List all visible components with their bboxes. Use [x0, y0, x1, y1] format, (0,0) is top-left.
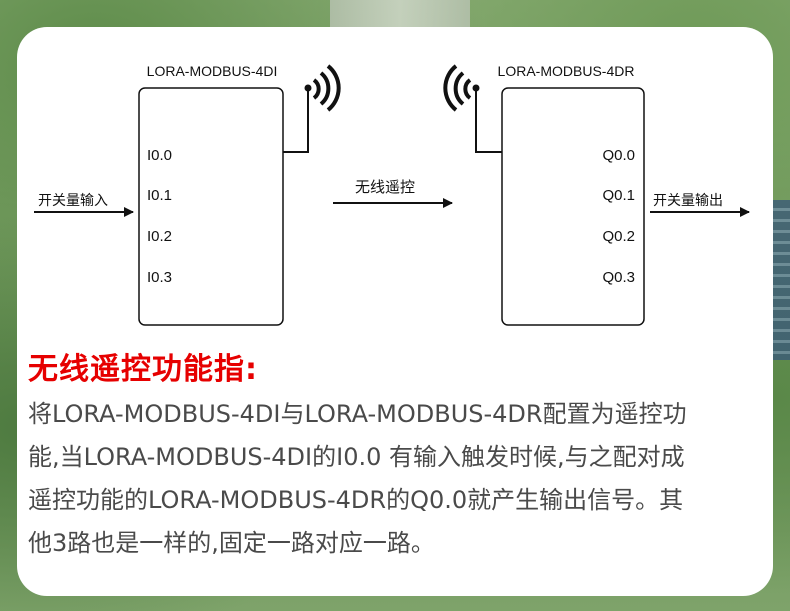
right-device-title: LORA-MODBUS-4DR [498, 63, 635, 79]
left-port-0: I0.0 [147, 147, 172, 164]
description-text: 将LORA-MODBUS-4DI与LORA-MODBUS-4DR配置为遥控功 能… [28, 393, 768, 565]
background-solar-panels [770, 200, 790, 360]
left-device-box [138, 87, 284, 326]
right-port-2: Q0.2 [602, 228, 635, 245]
left-port-1: I0.1 [147, 187, 172, 204]
left-device-title: LORA-MODBUS-4DI [147, 63, 278, 79]
description-line-2: 能,当LORA-MODBUS-4DI的I0.0 有输入触发时候,与之配对成 [28, 443, 685, 471]
description-line-4: 他3路也是一样的,固定一路对应一路。 [28, 529, 435, 557]
right-device-box [501, 87, 645, 326]
left-port-2: I0.2 [147, 228, 172, 245]
right-port-3: Q0.3 [602, 269, 635, 286]
right-port-0: Q0.0 [602, 147, 635, 164]
background-road [330, 0, 470, 30]
input-label: 开关量输入 [38, 192, 108, 208]
right-antenna-icon [443, 64, 502, 153]
description-line-3: 遥控功能的LORA-MODBUS-4DR的Q0.0就产生输出信号。其 [28, 486, 684, 514]
description-heading: 无线遥控功能指: [28, 352, 258, 387]
output-label: 开关量输出 [653, 192, 723, 208]
left-antenna-icon [283, 64, 341, 153]
description-line-1: 将LORA-MODBUS-4DI与LORA-MODBUS-4DR配置为遥控功 [28, 400, 687, 428]
left-port-3: I0.3 [147, 269, 172, 286]
link-label: 无线遥控 [355, 179, 415, 196]
right-port-1: Q0.1 [602, 187, 635, 204]
